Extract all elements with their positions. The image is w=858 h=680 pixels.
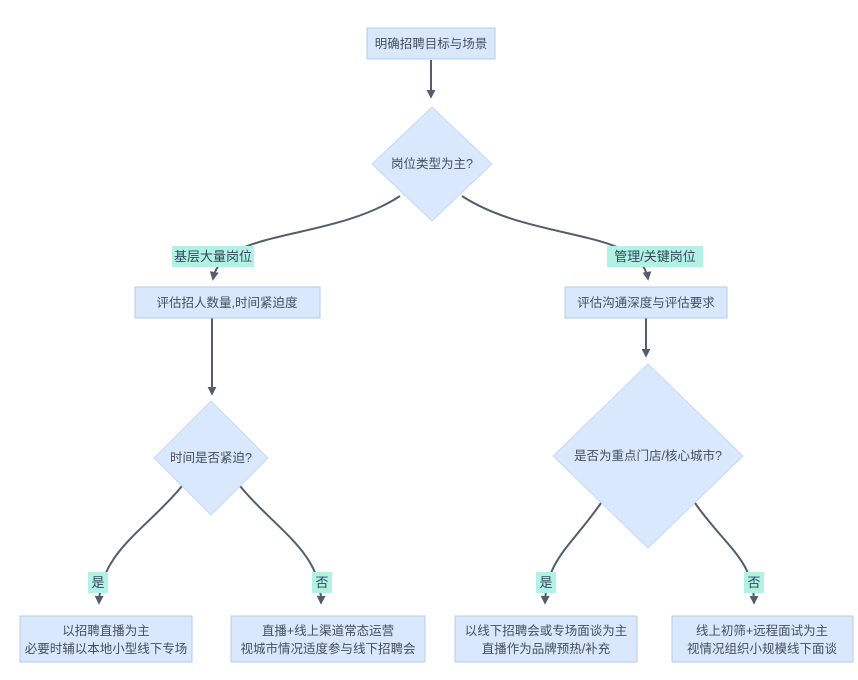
edge-label-right-yes-bg: [536, 572, 556, 593]
edge-label-key-positions: 管理/关键岗位: [607, 246, 703, 267]
edge-label-left-yes: 是: [88, 572, 108, 593]
node-outcome-live-online-line1: 直播+线上渠道常态运营: [262, 624, 394, 638]
node-decision-position-type-label: 岗位类型为主?: [391, 156, 473, 171]
node-decision-position-type-shape: [371, 106, 493, 222]
node-outcome-offline-first-shape: [454, 615, 638, 663]
node-outcome-remote-first-line1: 线上初筛+远程面试为主: [696, 623, 828, 638]
edge-label-left-no-text: 否: [315, 575, 328, 590]
node-outcome-remote-first-shape: [671, 615, 854, 663]
edge-label-right-no: 否: [744, 572, 764, 593]
node-decision-position-type: 岗位类型为主?: [371, 106, 493, 222]
node-decision-core-city-label: 是否为重点门店/核心城市?: [574, 448, 722, 463]
node-outcome-offline-first-line2: 直播作为品牌预热/补充: [482, 641, 610, 656]
node-start-label: 明确招聘目标与场景: [375, 37, 488, 51]
edge-label-left-yes-text: 是: [91, 575, 104, 590]
edge-label-left-no: 否: [312, 572, 332, 593]
edge-label-right-yes-text: 是: [539, 575, 552, 590]
edge-label-key-positions-text: 管理/关键岗位: [614, 249, 696, 264]
node-eval-depth-shape: [564, 286, 728, 319]
node-outcome-live-online-line2: 视城市情况适度参与线下招聘会: [240, 641, 416, 656]
edge-label-right-no-bg: [744, 572, 764, 593]
node-outcome-offline-first: 以线下招聘会或专场面谈为主 直播作为品牌预热/补充: [454, 615, 638, 663]
node-eval-depth-label: 评估沟通深度与评估要求: [577, 295, 715, 310]
edge-label-right-yes: 是: [536, 572, 556, 593]
node-outcome-live-first-line1: 以招聘直播为主: [62, 624, 150, 638]
node-outcome-live-first-shape: [19, 615, 193, 663]
node-decision-time-urgent-shape: [153, 400, 269, 516]
edge-time-urgent-no: [239, 485, 326, 605]
edge-label-left-yes-bg: [88, 572, 108, 593]
edge-label-mass-positions-text: 基层大量岗位: [174, 249, 252, 264]
node-eval-mass-label: 评估招人数量,时间紧迫度: [157, 295, 298, 310]
edge-label-mass-positions: 基层大量岗位: [172, 246, 254, 267]
node-eval-mass: 评估招人数量,时间紧迫度: [134, 286, 321, 319]
node-outcome-live-online-shape: [230, 615, 426, 663]
node-start: 明确招聘目标与场景: [366, 27, 496, 60]
node-outcome-remote-first-line2: 视情况组织小规模线下面谈: [687, 641, 838, 656]
node-eval-depth: 评估沟通深度与评估要求: [564, 286, 728, 319]
node-outcome-live-online: 直播+线上渠道常态运营 视城市情况适度参与线下招聘会: [230, 615, 426, 663]
node-decision-core-city-shape: [552, 363, 744, 549]
edge-label-right-no-text: 否: [747, 575, 760, 590]
node-outcome-live-first-line2: 必要时辅以本地小型线下专场: [25, 641, 188, 656]
node-outcome-remote-first: 线上初筛+远程面试为主 视情况组织小规模线下面谈: [671, 615, 854, 663]
node-decision-time-urgent-label: 时间是否紧迫?: [170, 451, 252, 465]
node-decision-core-city: 是否为重点门店/核心城市?: [552, 363, 744, 549]
node-decision-time-urgent: 时间是否紧迫?: [153, 400, 269, 516]
node-eval-mass-shape: [134, 286, 321, 319]
edge-label-key-positions-bg: [607, 246, 703, 267]
node-outcome-live-first: 以招聘直播为主 必要时辅以本地小型线下专场: [19, 615, 193, 663]
node-start-shape: [366, 27, 496, 60]
edge-label-mass-positions-bg: [172, 246, 254, 267]
edge-label-left-no-bg: [312, 572, 332, 593]
node-outcome-offline-first-line1: 以线下招聘会或专场面谈为主: [465, 623, 628, 638]
edge-time-urgent-yes: [94, 485, 183, 605]
